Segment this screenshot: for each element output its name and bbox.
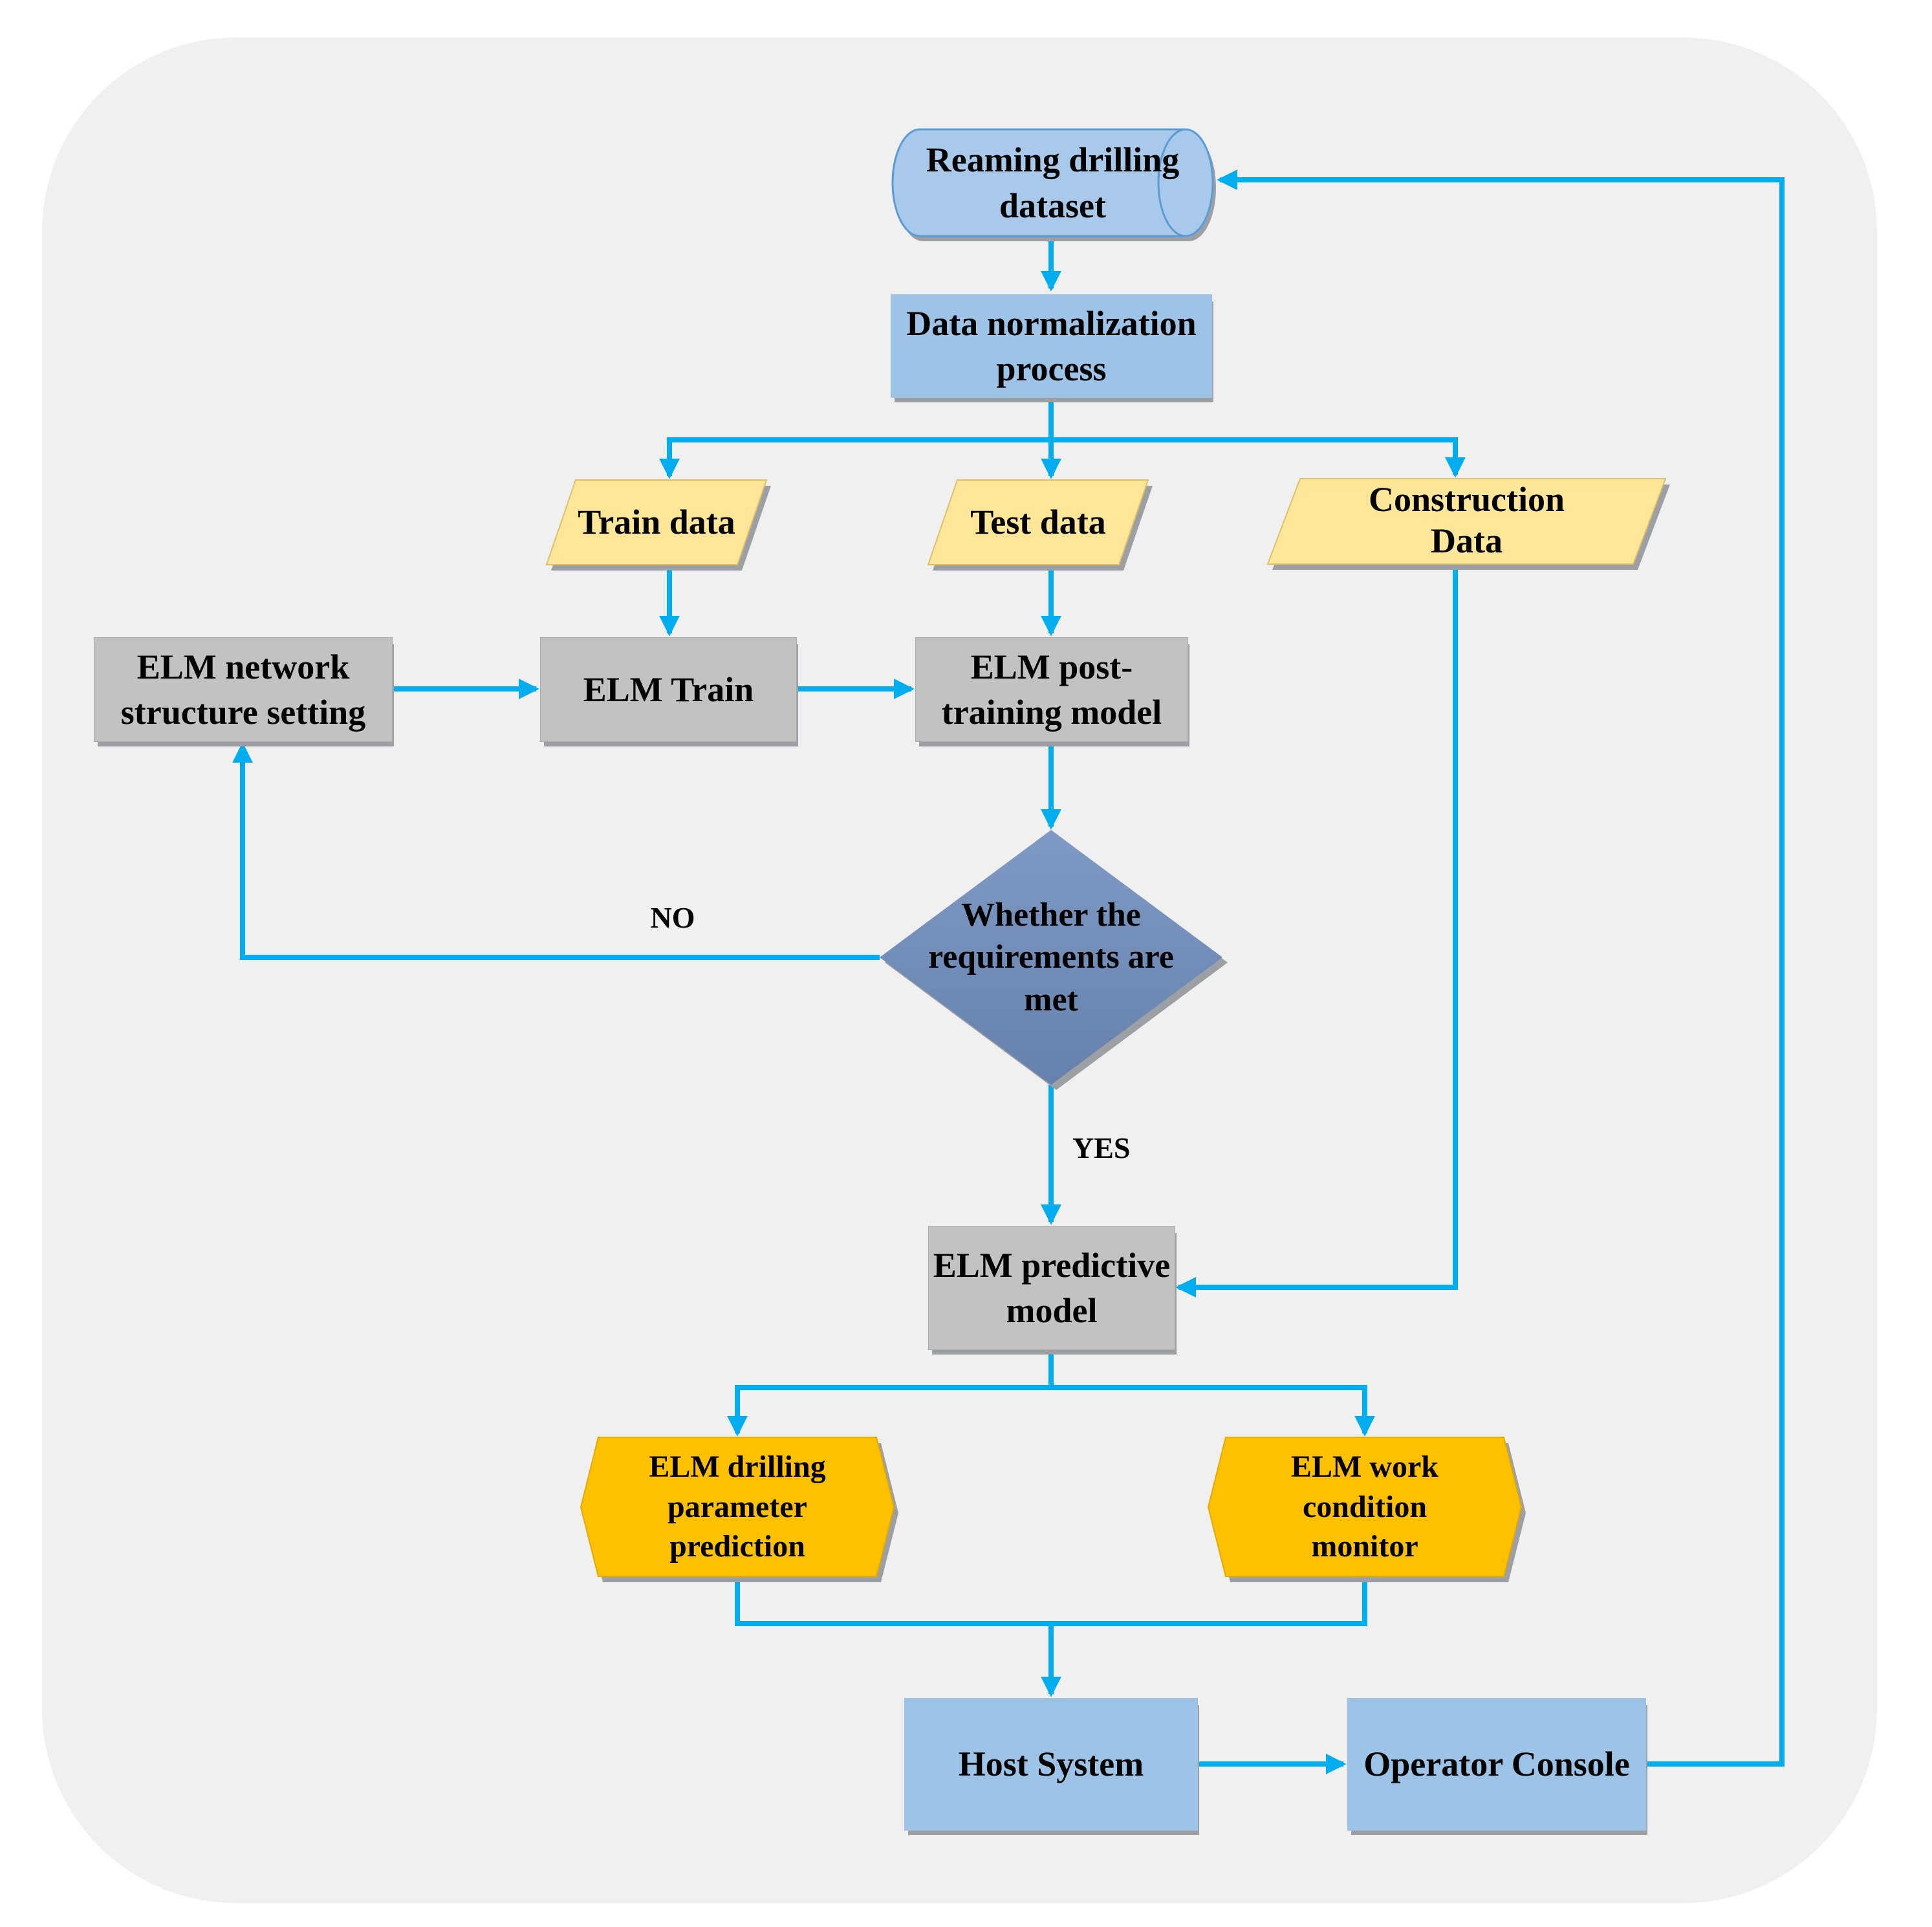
arrow-operator-feedback-to-dataset xyxy=(1217,169,1785,1767)
arrow-decision-no-loop xyxy=(232,742,880,960)
arrow-construction-to-predictive xyxy=(1175,564,1458,1298)
dataset-cylinder-rim xyxy=(1157,128,1186,237)
node-label-line: ELM predictive xyxy=(933,1245,1171,1285)
node-label-line: Data normalization xyxy=(906,303,1197,343)
edge-label-no: NO xyxy=(650,901,695,934)
node-label-line: model xyxy=(1006,1291,1098,1330)
node-label-line: Operator Console xyxy=(1363,1745,1630,1784)
node-label-line: process xyxy=(996,349,1107,388)
decision-diamond xyxy=(880,830,1222,1085)
node-elm-predictive-model: ELM predictive model xyxy=(928,1226,1175,1350)
node-host-system: Host System xyxy=(904,1698,1198,1831)
node-data-normalization: Data normalization process xyxy=(891,294,1212,398)
node-label-line: ELM network xyxy=(136,647,350,686)
node-label-line: ELM post- xyxy=(970,647,1133,686)
work-monitor-hexagon xyxy=(1207,1437,1523,1577)
train-data-parallelogram xyxy=(545,479,768,565)
construction-data-parallelogram xyxy=(1266,478,1667,565)
node-label-line: Host System xyxy=(958,1745,1144,1784)
drilling-prediction-hexagon xyxy=(580,1437,895,1577)
dataset-cylinder-shape xyxy=(891,128,1214,237)
node-elm-network-setting: ELM network structure setting xyxy=(94,637,393,742)
edge-label-yes: YES xyxy=(1072,1131,1131,1164)
test-data-parallelogram xyxy=(927,479,1149,565)
node-operator-console: Operator Console xyxy=(1347,1698,1646,1831)
node-elm-train: ELM Train xyxy=(540,637,797,742)
node-label-line: ELM Train xyxy=(583,670,754,709)
node-label-line: structure setting xyxy=(120,693,366,732)
node-elm-post-training: ELM post- training model xyxy=(915,637,1188,742)
node-label-line: training model xyxy=(941,693,1162,732)
